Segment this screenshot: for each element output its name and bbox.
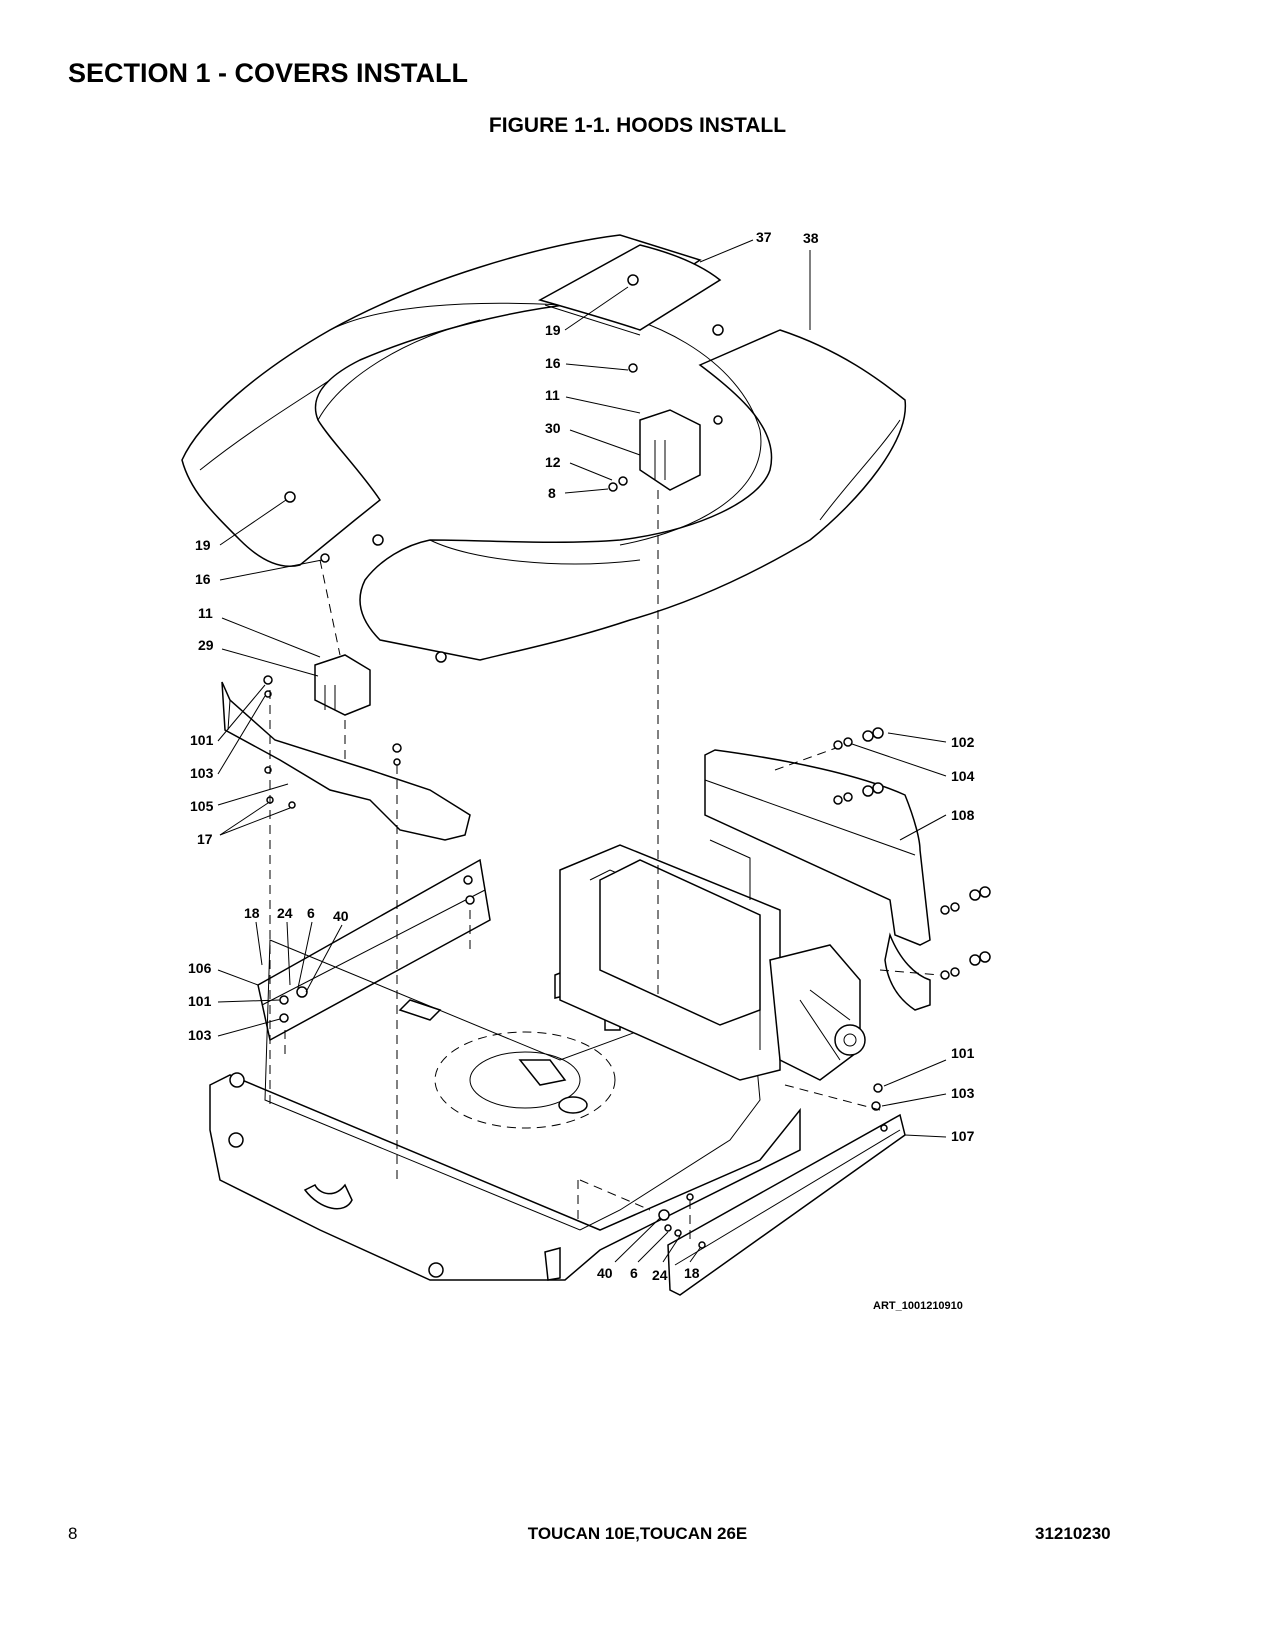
callout-19-upper: 19 — [545, 322, 561, 338]
callout-106: 106 — [188, 960, 212, 976]
callout-19-lower: 19 — [195, 537, 211, 553]
base-frame — [209, 939, 801, 1281]
callout-101-lower-left: 101 — [188, 993, 212, 1009]
callout-104: 104 — [951, 768, 975, 784]
callout-30: 30 — [545, 420, 561, 436]
callout-16-lower: 16 — [195, 571, 211, 587]
callout-40-left: 40 — [333, 908, 349, 924]
callout-17: 17 — [197, 831, 213, 847]
callout-40-bottom: 40 — [597, 1265, 613, 1281]
callout-6-bottom: 6 — [630, 1265, 638, 1281]
page-number: 8 — [68, 1524, 78, 1543]
callout-108: 108 — [951, 807, 975, 823]
callout-105: 105 — [190, 798, 214, 814]
hardware-cluster-upper — [284, 274, 724, 716]
callout-38: 38 — [803, 230, 819, 246]
callout-18-bottom: 18 — [684, 1265, 700, 1281]
hood-top-plate-37 — [538, 244, 722, 336]
model-name: TOUCAN 10E,TOUCAN 26E — [527, 1524, 748, 1543]
callout-103-upper-left: 103 — [190, 765, 214, 781]
callout-16-upper: 16 — [545, 355, 561, 371]
callout-24-left: 24 — [277, 905, 293, 921]
front-panel-107 — [658, 1083, 906, 1296]
callout-18-left: 18 — [244, 905, 260, 921]
callout-6-left: 6 — [307, 905, 315, 921]
callout-102: 102 — [951, 734, 975, 750]
callout-29: 29 — [198, 637, 214, 653]
rear-cover-108 — [704, 749, 931, 1011]
pump-motor-assembly — [559, 844, 866, 1081]
callout-103-right: 103 — [951, 1085, 975, 1101]
callout-101-right: 101 — [951, 1045, 975, 1061]
callout-11-lower: 11 — [198, 605, 213, 621]
callout-107: 107 — [951, 1128, 975, 1144]
hood-cover-38 — [181, 234, 906, 661]
section-title: SECTION 1 - COVERS INSTALL — [68, 58, 469, 88]
leader-lines — [217, 239, 947, 1263]
callout-24-bottom: 24 — [652, 1267, 668, 1283]
art-number: ART_1001210910 — [873, 1300, 963, 1312]
turntable-ring — [434, 1031, 616, 1129]
callout-103-lower-left: 103 — [188, 1027, 212, 1043]
callout-11-upper: 11 — [545, 387, 560, 403]
side-panel-106 — [257, 858, 491, 1042]
alignment-lines — [269, 490, 941, 1240]
figure-title: FIGURE 1-1. HOODS INSTALL — [488, 114, 787, 137]
document-number: 31210230 — [1035, 1524, 1111, 1543]
hardware-right — [833, 727, 991, 980]
callout-101-upper-left: 101 — [190, 732, 214, 748]
callout-37: 37 — [756, 229, 772, 245]
callout-12: 12 — [545, 454, 561, 470]
callout-8: 8 — [548, 485, 556, 501]
